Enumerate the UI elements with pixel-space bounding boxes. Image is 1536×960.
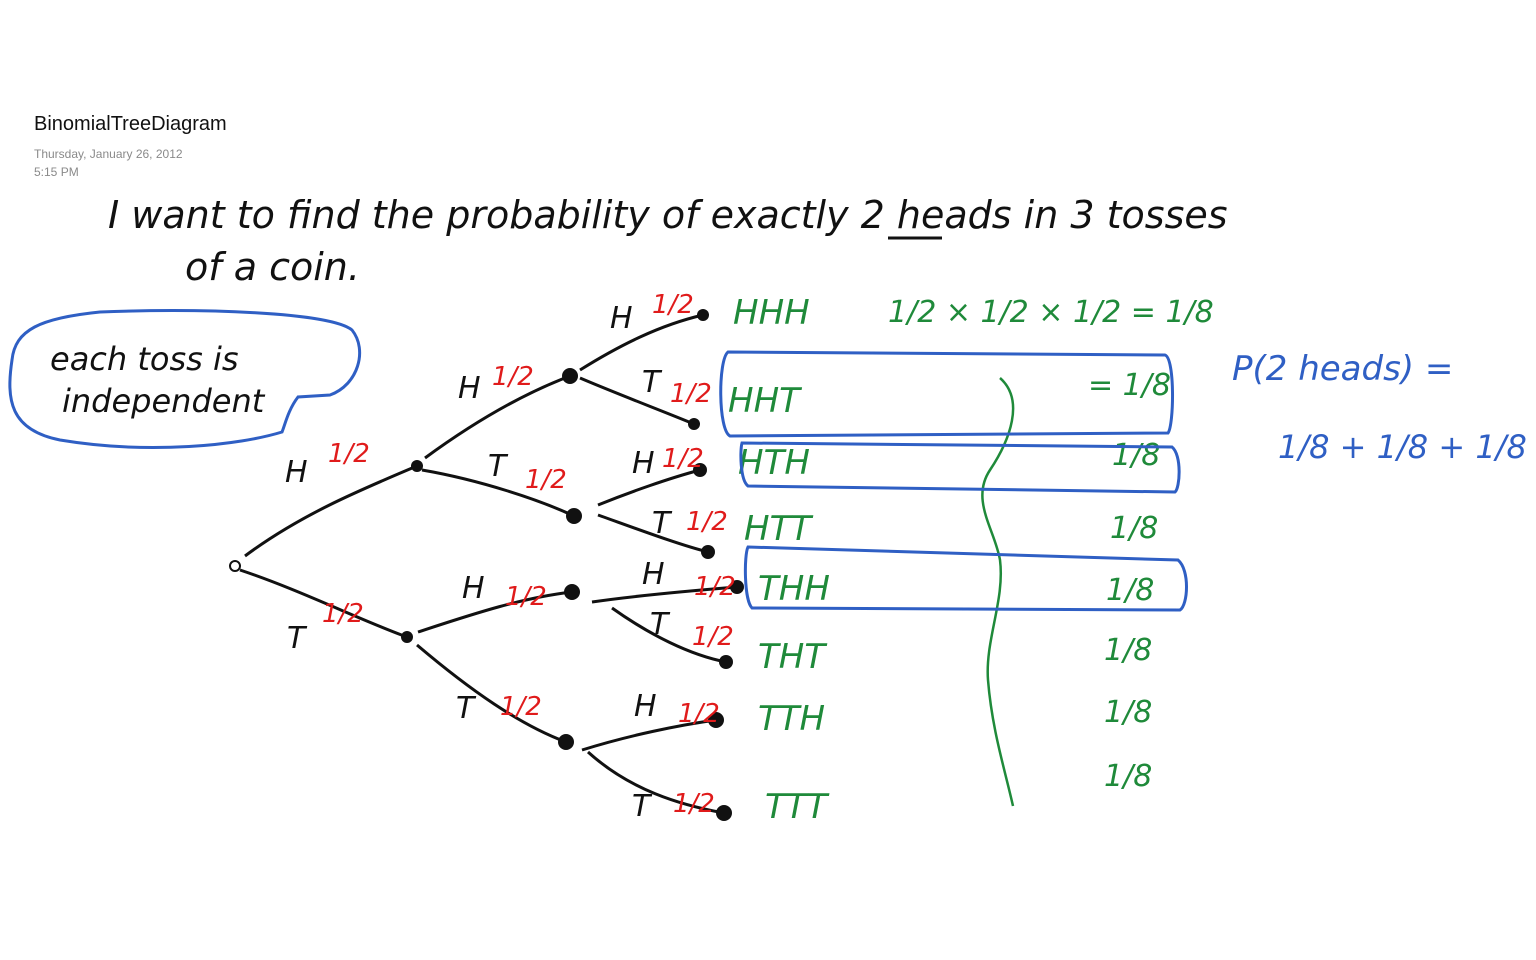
branch-probabilities: 1/2 1/2 1/2 1/2 1/2 1/2 1/2 1/2 1/2 1/2 1/2 1/…: [322, 290, 736, 819]
leaf-node: [708, 712, 724, 728]
ink-text: 1/2: [678, 699, 720, 729]
ink-text: H: [634, 689, 657, 724]
branch-letters: HT HT HT HT HT HT HT: [285, 301, 673, 824]
ink-text: 1/8: [1104, 695, 1152, 730]
ink-text: H: [642, 557, 665, 592]
ink-text: 1/2: [525, 465, 567, 495]
ink-text: 1/2 × 1/2 × 1/2 = 1/8: [888, 295, 1214, 330]
page-time: 5:15 PM: [34, 165, 79, 179]
leaf-node: [688, 418, 700, 430]
ink-text: 1/2: [505, 582, 547, 612]
ink-text: 1/8: [1104, 633, 1152, 668]
ink-text: 1/8: [1110, 511, 1158, 546]
ink-text: 1/2: [662, 444, 704, 474]
ink-text: H: [458, 371, 481, 406]
question-line-1: I want to find the probability of exactl…: [108, 193, 1228, 237]
box-thh: [743, 545, 1188, 612]
leaf-node: [719, 655, 733, 669]
tree-branches: [239, 313, 738, 815]
bubble-line-1: each toss is: [50, 340, 239, 378]
ink-text: THH: [758, 569, 830, 609]
ink-text: H: [632, 446, 655, 481]
ink-text: THT: [758, 637, 827, 677]
ink-text: 1/2: [673, 789, 715, 819]
ink-text: HHH: [733, 293, 810, 333]
ink-text: HHT: [728, 381, 802, 421]
node: [562, 368, 578, 384]
ink-text: 1/2: [692, 622, 734, 652]
ink-text: TTH: [758, 699, 825, 739]
ink-text: 1/2: [694, 572, 736, 602]
ink-text: T: [642, 365, 663, 400]
ink-text: 1/2: [670, 379, 712, 409]
tree-nodes: [229, 309, 744, 821]
ink-text: H: [462, 571, 485, 606]
leaf-node: [697, 309, 709, 321]
result-label: P(2 heads) =: [1232, 349, 1453, 389]
result-sum: 1/8 + 1/8 + 1/8 = 3/8: [1278, 428, 1536, 466]
ink-text: T: [488, 449, 509, 484]
page-date: Thursday, January 26, 2012: [34, 147, 183, 161]
ink-text: T: [287, 621, 308, 656]
question-line-2: of a coin.: [185, 245, 360, 289]
divider-line: [981, 377, 1015, 807]
ink-text: T: [650, 607, 671, 642]
ink-text: 1/2: [328, 439, 370, 469]
ink-text: 1/2: [322, 599, 364, 629]
root-node: [229, 560, 241, 572]
node: [558, 734, 574, 750]
node: [566, 508, 582, 524]
leaf-node: [701, 545, 715, 559]
highlight-boxes: [719, 350, 1188, 612]
leaf-node: [716, 805, 732, 821]
leaf-node: [730, 580, 744, 594]
ink-text: H: [285, 455, 308, 490]
outcome-labels: HHH HHT HTH HTT THH THT TTH TTT: [728, 293, 830, 827]
box-hht: [719, 350, 1174, 438]
ink-text: 1/8: [1112, 438, 1160, 473]
ink-text: T: [456, 691, 477, 726]
box-hth: [739, 441, 1181, 494]
ink-text: T: [652, 506, 673, 541]
leaf-node: [693, 463, 707, 477]
node: [401, 631, 413, 643]
ink-text: = 1/8: [1088, 368, 1171, 403]
note-bubble: [8, 309, 362, 449]
outcome-probabilities: 1/2 × 1/2 × 1/2 = 1/8 = 1/8 1/8 1/8 1/8 …: [888, 295, 1214, 794]
page-title[interactable]: BinomialTreeDiagram: [34, 113, 227, 135]
ink-text: TTT: [765, 787, 830, 827]
bubble-line-2: independent: [62, 382, 266, 420]
ink-text: 1/2: [652, 290, 694, 320]
ink-text: 1/8: [1106, 573, 1154, 608]
ink-text: 1/8: [1104, 759, 1152, 794]
node: [564, 584, 580, 600]
ink-text: HTH: [738, 443, 810, 483]
node: [411, 460, 423, 472]
ink-text: 1/2: [686, 507, 728, 537]
ink-text: 1/2: [492, 362, 534, 392]
ink-text: T: [632, 789, 653, 824]
ink-text: 1/2: [500, 692, 542, 722]
ink-text: HTT: [744, 509, 813, 549]
ink-text: H: [610, 301, 633, 336]
